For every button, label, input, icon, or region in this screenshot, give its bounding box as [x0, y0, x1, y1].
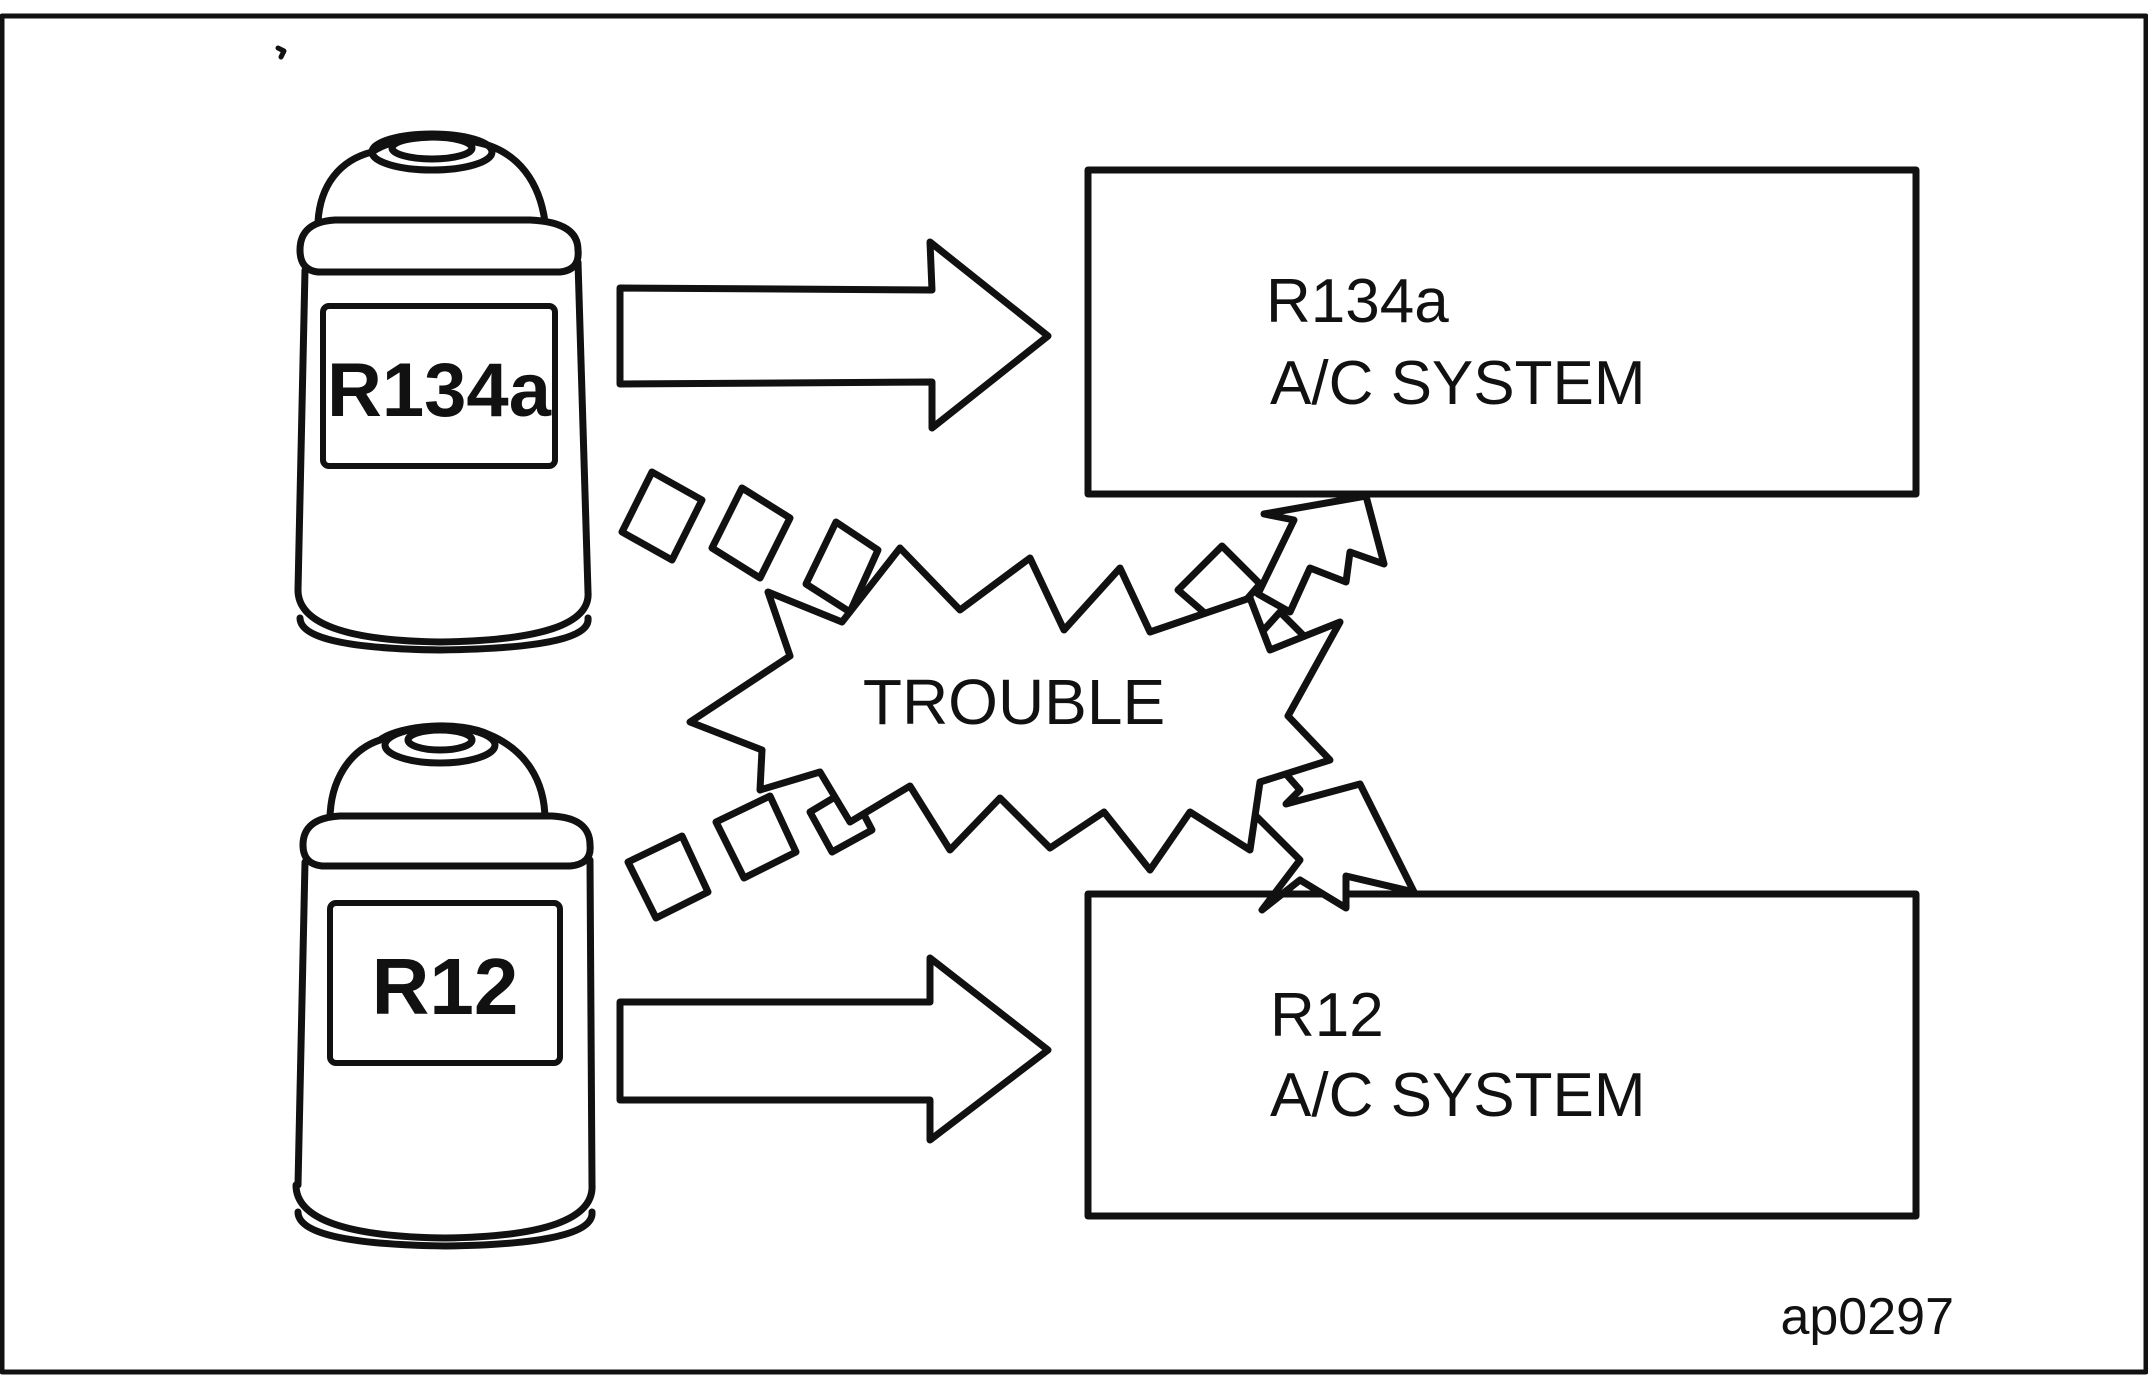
figure-id: ap0297 [1780, 1288, 1954, 1346]
r134a-can-label: R134a [327, 348, 552, 433]
stray-mark [278, 48, 284, 57]
r12-system-subtitle: A/C SYSTEM [1270, 1061, 1646, 1130]
arrow-r134a-to-r134a-system [620, 242, 1048, 428]
r134a-system-subtitle: A/C SYSTEM [1270, 349, 1646, 418]
r12-system-box [1088, 894, 1916, 1216]
arrow-r12-to-r12-system [620, 958, 1048, 1140]
trouble-label: TROUBLE [863, 666, 1165, 738]
r12-system-title: R12 [1270, 981, 1384, 1050]
r12-can-label: R12 [372, 942, 519, 1031]
r134a-system-box [1088, 170, 1916, 494]
r134a-system-title: R134a [1266, 267, 1449, 336]
